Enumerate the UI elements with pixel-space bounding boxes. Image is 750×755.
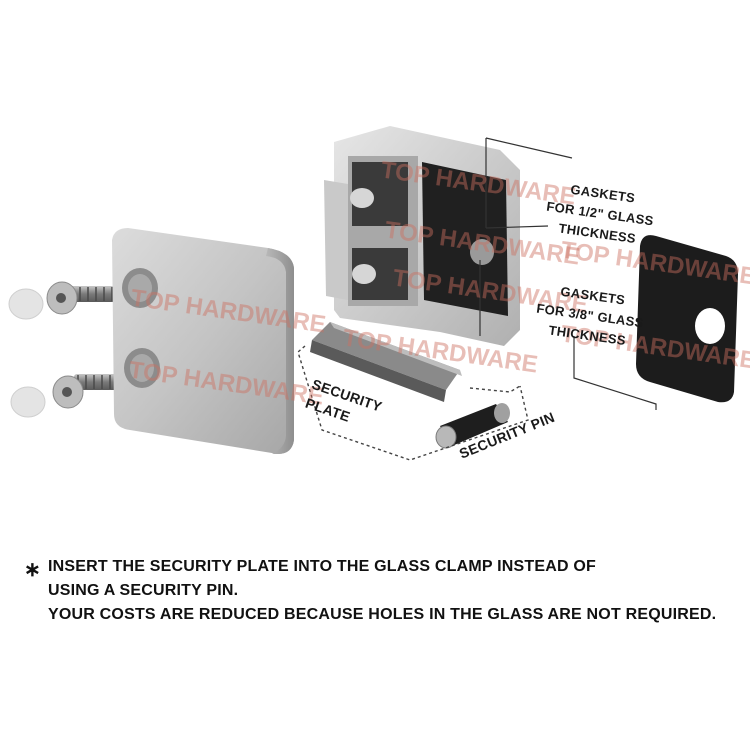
security-pin-callout: [469, 385, 521, 393]
front-clamp-plate: [112, 228, 294, 454]
gasket-half-leader: [485, 137, 573, 229]
caption-line-2: USING A SECURITY PIN.: [48, 582, 239, 599]
caption-line-1: INSERT THE SECURITY PLATE INTO THE GLASS…: [48, 558, 597, 575]
caption-bullet: ∗: [24, 559, 41, 581]
clamp-body: [324, 126, 520, 346]
cover-cap-top: [8, 288, 44, 320]
caption-line-3: YOUR COSTS ARE REDUCED BECAUSE HOLES IN …: [48, 606, 717, 623]
cover-cap-bottom: [10, 386, 46, 418]
gasket-three-eighths-leader: [479, 260, 657, 410]
security-plate-callout: [297, 345, 529, 461]
security-plate: [310, 322, 462, 402]
security-pin: [435, 403, 510, 449]
separate-gasket: [636, 235, 738, 403]
